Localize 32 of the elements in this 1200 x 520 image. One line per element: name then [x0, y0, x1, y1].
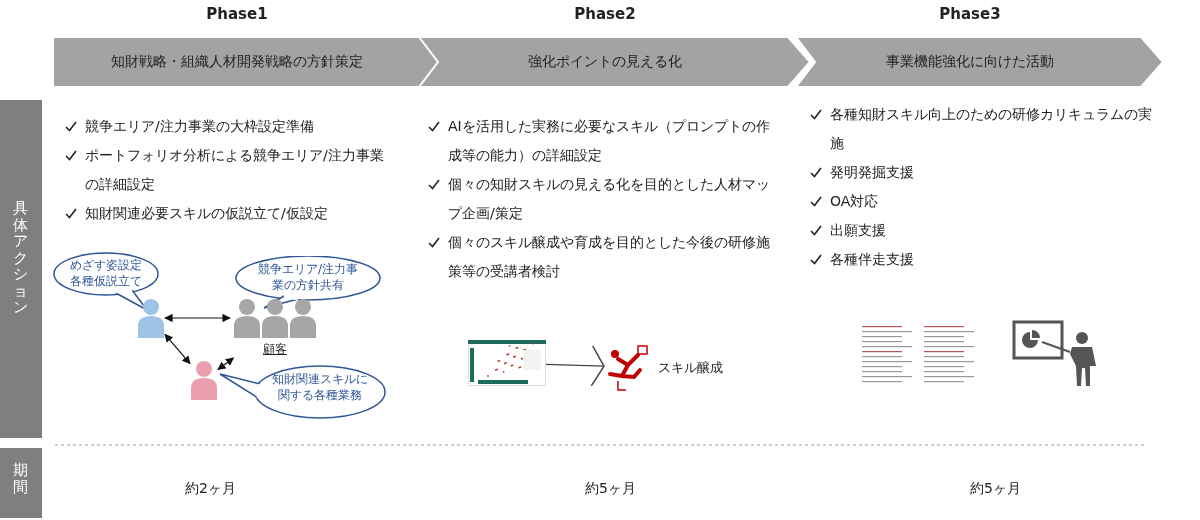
bubble-text: 競争エリア/注力事業の方針共有 — [256, 261, 359, 293]
side-band — [0, 448, 42, 518]
bullet-text: 競争エリア/注力事業の大枠設定準備 — [85, 118, 314, 134]
bullet-text: AIを活用した実務に必要なスキル（プロンプトの作成等の能力）の詳細設定 — [448, 118, 770, 163]
bullet-text: 知財関連必要スキルの仮説立て/仮設定 — [85, 205, 328, 221]
duration-text: 約5ヶ月 — [970, 480, 1021, 498]
vertical-label: 具体アクション — [13, 200, 28, 316]
bubble-text: 知財関連スキルに関する各種業務 — [271, 371, 369, 403]
person-icon — [190, 360, 218, 400]
screenshot-drawing — [468, 340, 546, 386]
bullet-text: 各種伴走支援 — [830, 251, 914, 267]
bullet-text: ポートフォリオ分析による競争エリア/注力事業の詳細設定 — [85, 147, 384, 192]
phase-heading: Phase2 — [573, 5, 637, 23]
side-band — [0, 100, 42, 438]
person-label: 顧客 — [262, 341, 288, 358]
duration-text: 約2ヶ月 — [185, 480, 236, 498]
bullet-text: 発明発掘支援 — [830, 164, 914, 180]
phase-heading: Phase1 — [205, 5, 269, 23]
duration-text: 約5ヶ月 — [585, 480, 636, 498]
bullet-text: OA対応 — [830, 193, 879, 209]
phase-label: 事業機能強化に向けた活動 — [885, 53, 1055, 71]
phase-label: 知財戦略・組織人材開発戦略の方針策定 — [110, 53, 364, 71]
bullet-text: 個々の知財スキルの見える化を目的とした人材マップ企画/策定 — [448, 176, 770, 221]
person-icon — [137, 298, 165, 338]
bullet-text: 個々のスキル醸成や育成を目的とした今後の研修施策等の受講者検討 — [448, 234, 770, 279]
bubble-text: めざす姿設定各種仮説立て — [69, 257, 143, 289]
vertical-label: 期間 — [13, 462, 28, 495]
bullet-text: 各種知財スキル向上のための研修カリキュラムの実施 — [830, 106, 1152, 151]
phase-label: 強化ポイントの見える化 — [527, 53, 683, 71]
phase-heading: Phase3 — [938, 5, 1002, 23]
bullet-text: 出願支援 — [830, 222, 886, 238]
icon-caption: スキル醸成 — [658, 359, 723, 377]
